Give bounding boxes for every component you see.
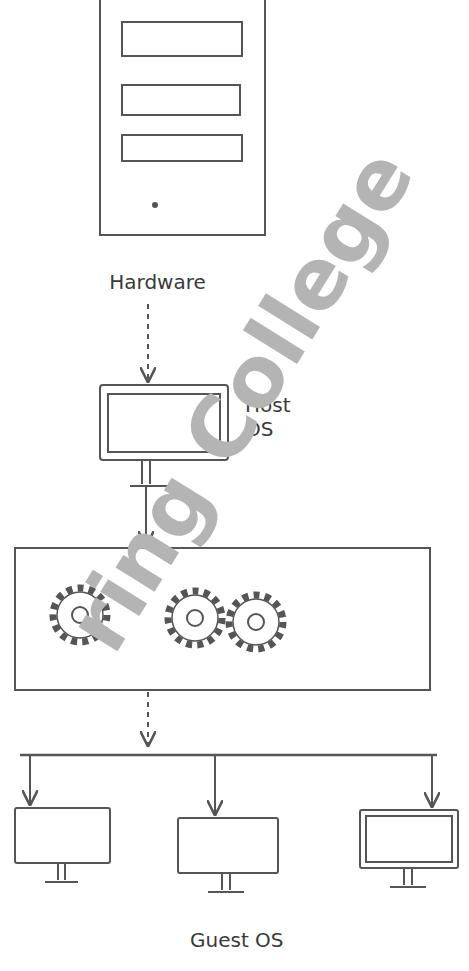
gear-symbol (229, 595, 283, 649)
guest-monitor (15, 808, 110, 882)
guest-os-label: Guest OS (190, 928, 284, 952)
dashed-arrow (147, 304, 149, 381)
guest-monitor (178, 818, 278, 892)
gear-symbol (168, 591, 222, 645)
server-node: Hardware (65, 0, 250, 300)
node-label: Hardware (65, 270, 250, 294)
watermark: ring College (47, 132, 432, 668)
guest-monitor (360, 810, 458, 887)
server-tower (100, 0, 265, 235)
